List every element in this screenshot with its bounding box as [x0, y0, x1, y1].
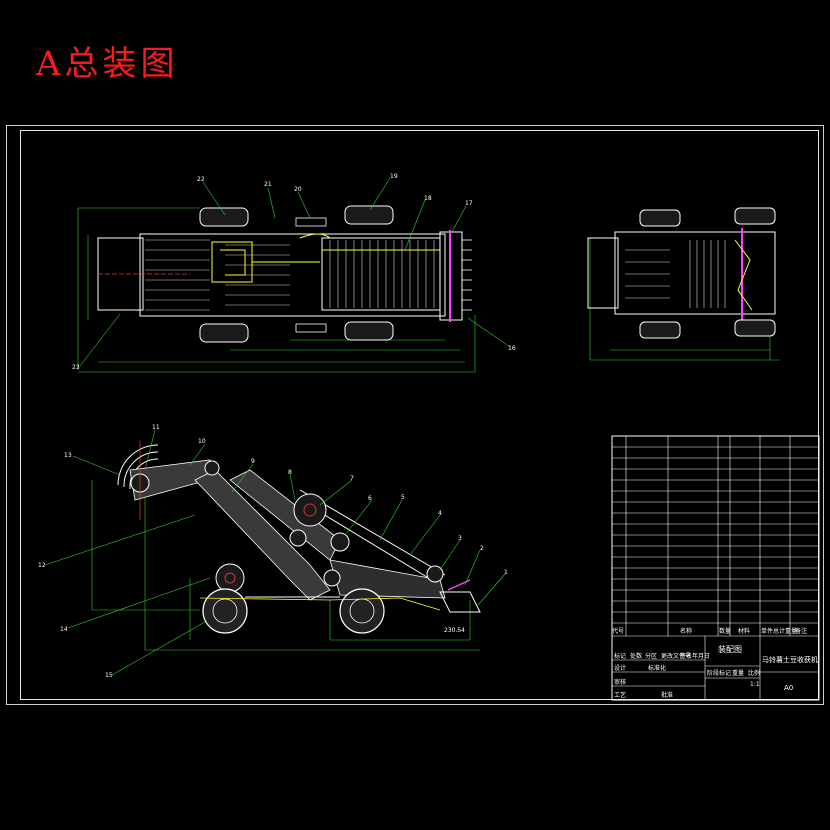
- callout-19: 19: [390, 173, 398, 180]
- callout-9: 9: [251, 458, 255, 465]
- callout-2: 2: [480, 545, 484, 552]
- callout-3: 3: [458, 535, 462, 542]
- col-material: 材料: [738, 627, 750, 635]
- callout-17: 17: [465, 200, 473, 207]
- callout-12: 12: [38, 562, 46, 569]
- col-code: 代号: [612, 627, 624, 635]
- callout-7: 7: [350, 475, 354, 482]
- sign-approve: 批准: [661, 691, 673, 699]
- col-qty: 数量: [719, 627, 731, 635]
- drawing-heading: A总装图: [36, 44, 179, 84]
- callout-15: 15: [105, 672, 113, 679]
- drawing-type: 装配图: [718, 644, 742, 654]
- callout-4: 4: [438, 510, 442, 517]
- callout-20: 20: [294, 186, 302, 193]
- callout-14: 14: [60, 626, 68, 633]
- rev-count: 处数: [630, 652, 642, 660]
- ratio-value: 1:1: [750, 681, 760, 688]
- end-view: [587, 207, 780, 361]
- rev-zone: 分区: [645, 652, 657, 660]
- callout-22: 22: [197, 176, 205, 183]
- callout-23: 23: [72, 364, 80, 371]
- callout-18: 18: [424, 195, 432, 202]
- standard-label: 标准化: [648, 664, 666, 672]
- callout-13: 13: [64, 452, 72, 459]
- callout-1: 1: [504, 569, 508, 576]
- sign-review: 审核: [614, 678, 626, 686]
- machine-name: 马铃薯土豆收获机: [762, 655, 818, 664]
- rev-sign: 签名: [680, 652, 692, 660]
- rev-doc: 更改文件号: [661, 652, 691, 660]
- title-block: 代号 名称 数量 材料 单件总计重量 备注 标记 处数 分区 更改文件号 签名 …: [611, 435, 820, 701]
- callout-5: 5: [401, 494, 405, 501]
- rev-mark: 标记: [614, 652, 626, 660]
- drawing-border-inner: [20, 130, 819, 700]
- callout-8: 8: [288, 469, 292, 476]
- sign-process: 工艺: [614, 691, 626, 699]
- callout-16: 16: [508, 345, 516, 352]
- stage-label: 阶段标记: [707, 669, 731, 677]
- rev-date: 年月日: [692, 652, 710, 660]
- col-name: 名称: [680, 627, 692, 635]
- callout-21: 21: [264, 181, 272, 188]
- col-remark: 备注: [795, 627, 807, 635]
- top-view: 22 21 20 19 18 17 16 23: [72, 173, 516, 373]
- callout-10: 10: [198, 438, 206, 445]
- drawing-border-outer: [6, 125, 824, 705]
- callout-11: 11: [152, 424, 160, 431]
- ratio-label: 比例: [748, 669, 760, 677]
- sheet-size: A0: [784, 684, 793, 692]
- dimension-value: 230.54: [444, 627, 465, 634]
- sign-design: 设计: [614, 664, 626, 672]
- side-view: 13 11 10 9 8 7 6 5 4 3 2 1 12 14 15 230.…: [38, 424, 508, 679]
- weight-label: 重量: [732, 669, 744, 677]
- col-weight: 单件总计重量: [761, 627, 797, 635]
- callout-6: 6: [368, 495, 372, 502]
